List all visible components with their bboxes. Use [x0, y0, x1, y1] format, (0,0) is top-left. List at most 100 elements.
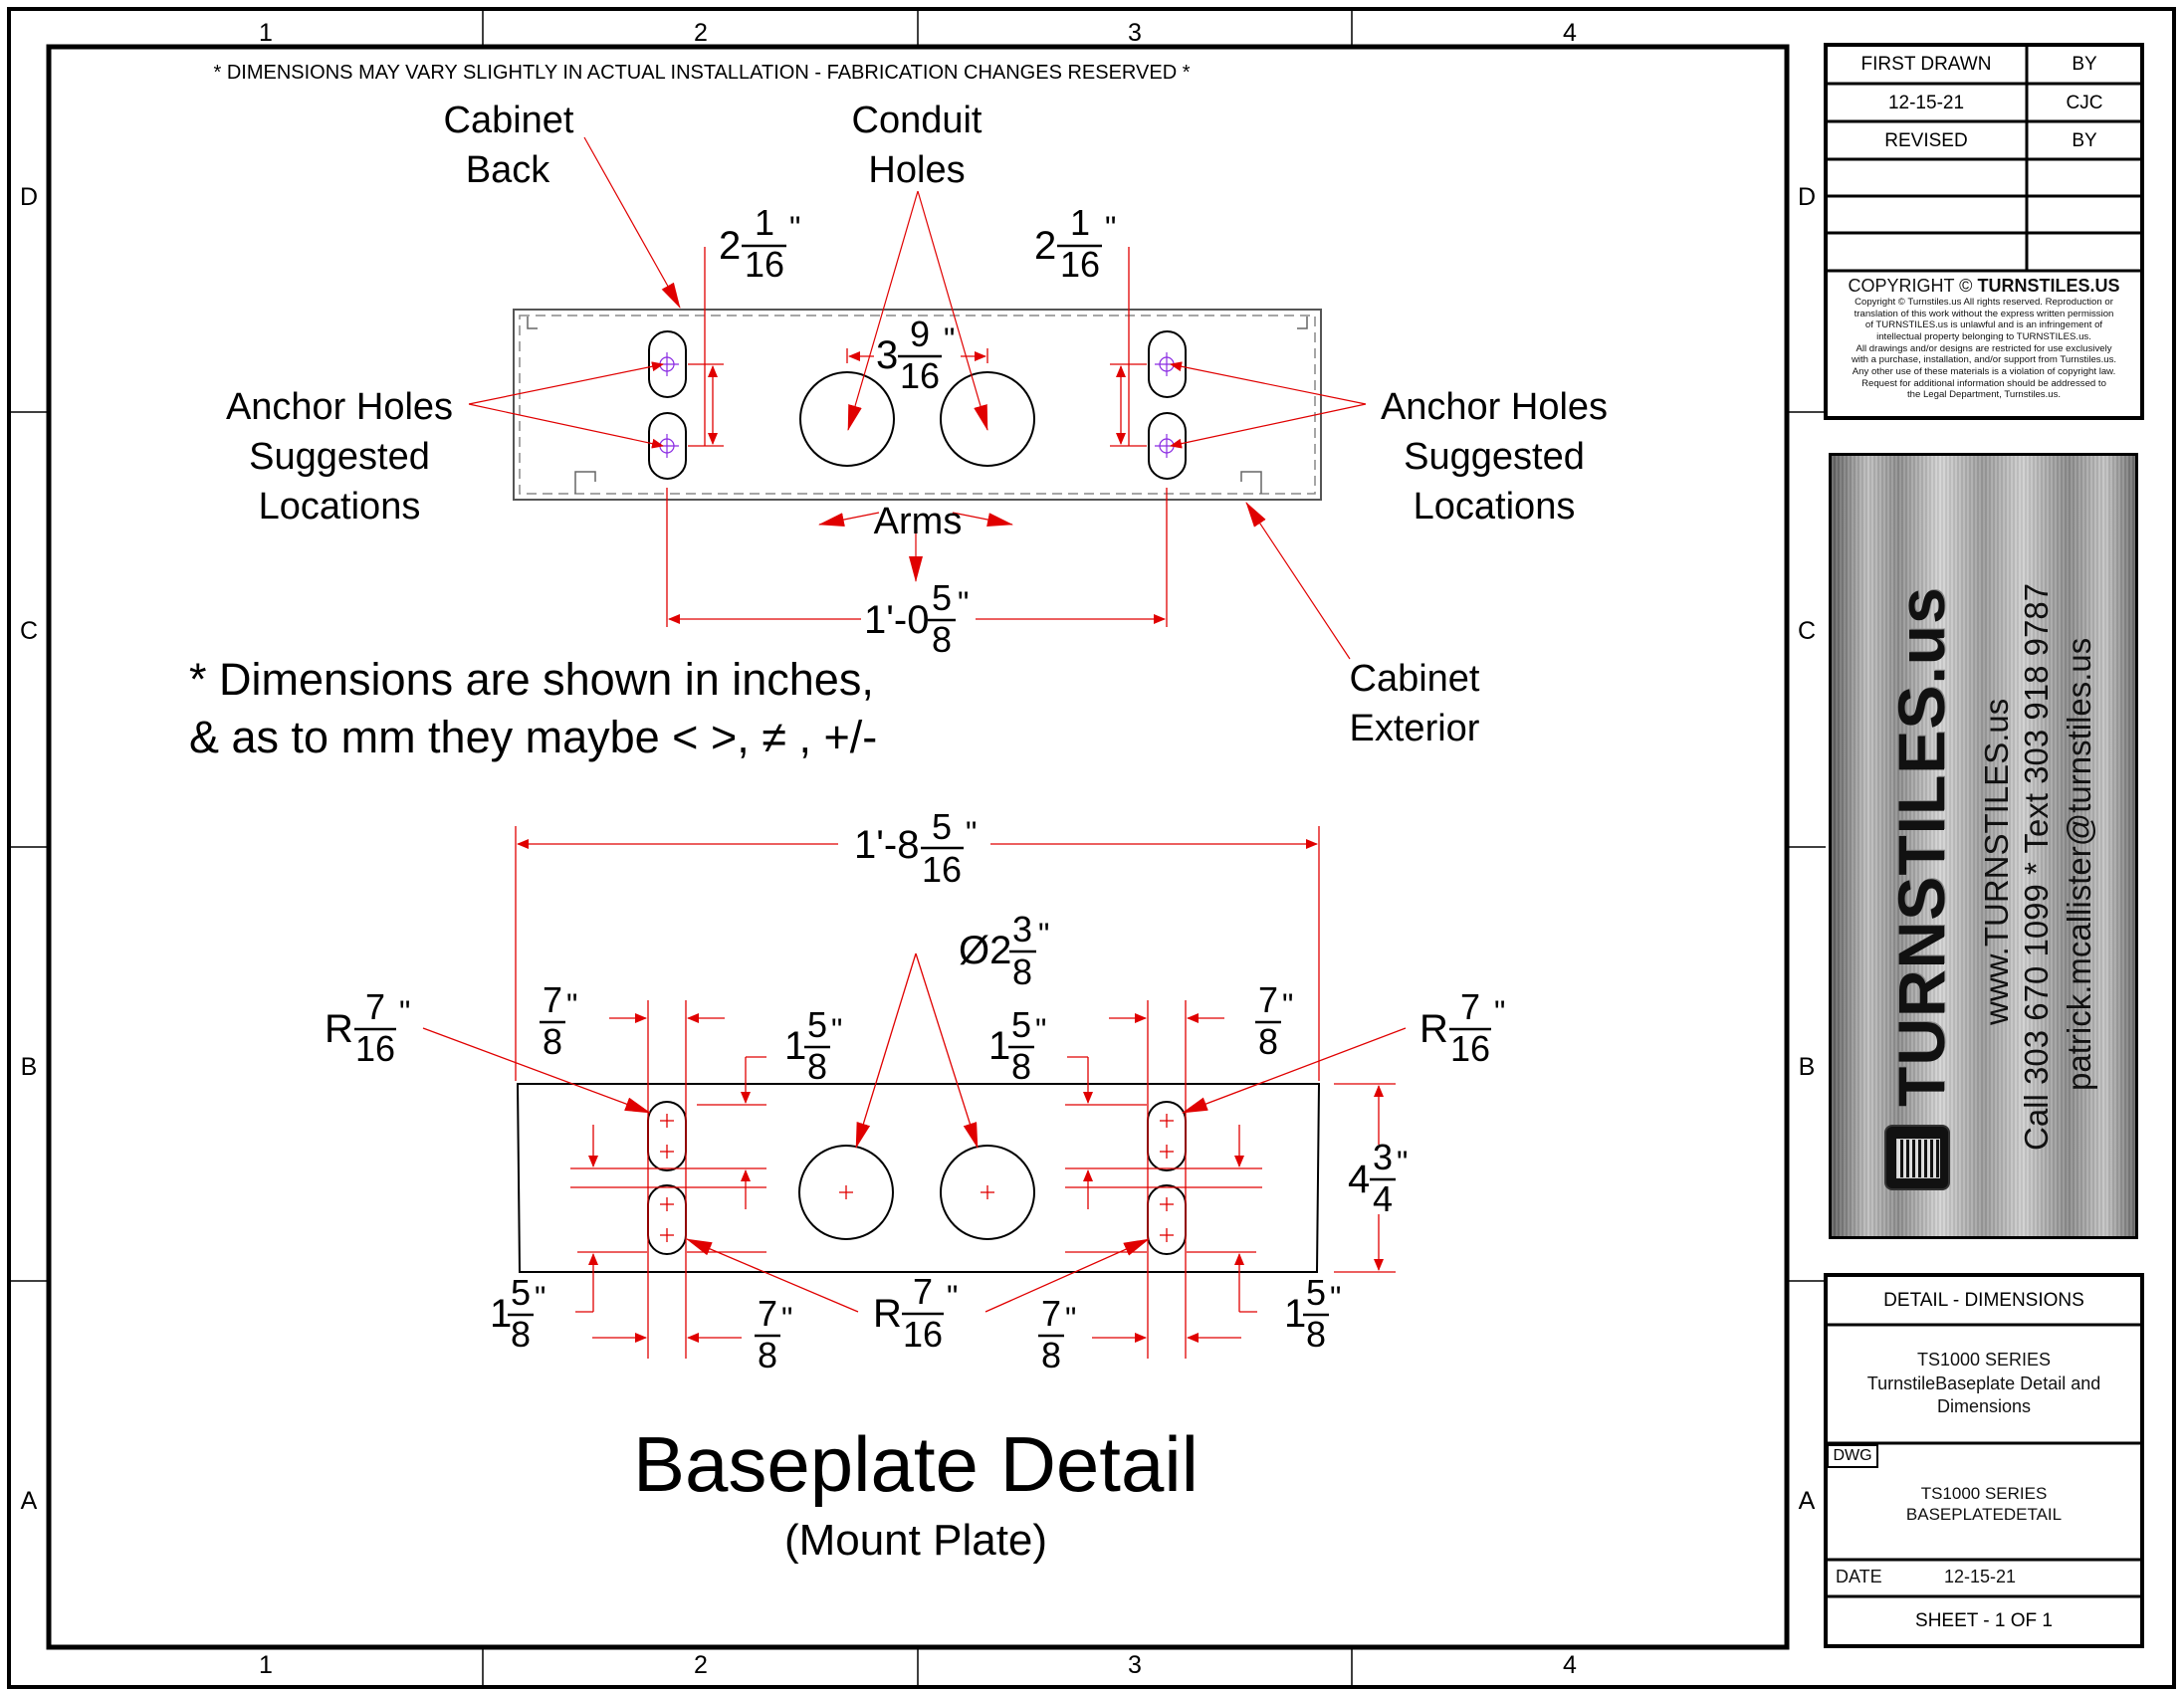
cabinet-arm-left — [574, 471, 596, 494]
callout-cabinet-exterior-line2: Exterior — [1350, 708, 1480, 749]
svg-text:8: 8 — [1306, 1314, 1326, 1355]
svg-text:7: 7 — [543, 979, 562, 1020]
sheet-number: SHEET - 1 OF 1 — [1915, 1609, 2053, 1631]
svg-text:5: 5 — [807, 1004, 827, 1045]
dwg-block: TS1000 SERIES BASEPLATEDETAIL — [1828, 1469, 2140, 1539]
svg-text:": " — [958, 585, 969, 621]
svg-text:1: 1 — [988, 1024, 1010, 1068]
svg-text:1: 1 — [490, 1292, 512, 1336]
anchor-slot-top-right-upper — [1148, 330, 1187, 398]
baseplate-conduit-hole-right — [940, 1145, 1035, 1240]
svg-text:8: 8 — [1041, 1335, 1061, 1375]
dwg-label: DWG — [1833, 1447, 1872, 1465]
svg-text:3: 3 — [876, 333, 898, 377]
first-drawn-by-label: BY — [2072, 54, 2097, 76]
svg-text:": " — [947, 1279, 958, 1315]
svg-text:4: 4 — [1373, 1178, 1393, 1219]
zone-ticks — [11, 11, 1826, 1685]
brand-panel: TURNSTILES.us www.TURNSTILES.us Call 303… — [1829, 453, 2138, 1239]
drawing-title: Baseplate Detail — [633, 1420, 1199, 1508]
svg-text:1: 1 — [1284, 1292, 1306, 1336]
svg-text:1'-0: 1'-0 — [864, 598, 929, 642]
cabinet-corner-right — [1297, 317, 1308, 329]
brand-email: patrick.mcallister@turnstiles.us — [2061, 637, 2097, 1091]
callout-anchor-right-line2: Suggested — [1404, 436, 1585, 478]
dim-slot-width-bottom-right: 7 8 " — [1038, 1293, 1076, 1375]
svg-text:R: R — [325, 1007, 353, 1051]
callout-conduit-holes-line2: Holes — [868, 149, 965, 191]
anchor-slot-top-left-lower — [648, 412, 687, 480]
svg-text:1: 1 — [784, 1024, 806, 1068]
svg-text:": " — [1105, 210, 1116, 246]
svg-text:16: 16 — [903, 1314, 943, 1355]
dim-slot-width-top-right: 7 8 " — [1255, 979, 1293, 1062]
col-label-bottom-2: 2 — [694, 1651, 708, 1679]
baseplate-view — [516, 1083, 1321, 1273]
callout-labels: Cabinet Back Conduit Holes Anchor Holes … — [226, 100, 1608, 749]
dim-anchor-offset-right: 2 1 16 " — [1034, 202, 1116, 285]
row-label-right-b: B — [1799, 1053, 1816, 1081]
copyright-block: COPYRIGHT © TURNSTILES.US Copyright © Tu… — [1830, 276, 2138, 416]
row-label-right-c: C — [1798, 617, 1816, 645]
svg-text:16: 16 — [355, 1028, 395, 1069]
units-note-line2: & as to mm they maybe < >, ≠ , +/- — [189, 712, 877, 762]
brand-logo-icon — [1884, 1125, 1950, 1190]
dim-anchor-offset-left: 2 1 16 " — [719, 202, 800, 285]
callout-leaders — [468, 136, 1367, 660]
dim-slot-gap-top-left: 1 5 8 " — [784, 1004, 842, 1087]
copyright-text: Copyright © Turnstiles.us All rights res… — [1851, 296, 2117, 401]
brand-phone: Call 303 670 1099 * Text 303 918 9787 — [2018, 582, 2055, 1151]
first-drawn-date: 12-15-21 — [1887, 92, 1965, 113]
svg-text:8: 8 — [758, 1335, 777, 1375]
callout-anchor-left-line3: Locations — [259, 486, 421, 528]
svg-text:8: 8 — [807, 1046, 827, 1087]
baseplate-slot-lower-left — [647, 1184, 687, 1255]
dwg-line-2: BASEPLATEDETAIL — [1905, 1505, 2063, 1524]
svg-text:5: 5 — [932, 577, 952, 618]
title-block-frames — [1824, 43, 2144, 1648]
cabinet-corner-left — [527, 317, 538, 329]
baseplate-slot-upper-right — [1147, 1101, 1187, 1171]
svg-text:": " — [1065, 1301, 1076, 1337]
svg-text:": " — [1035, 1012, 1046, 1048]
dim-slot-gap-bottom-right: 1 5 8 " — [1284, 1272, 1341, 1355]
dim-conduit-diameter: Ø2 3 8 " — [959, 909, 1049, 992]
callout-anchor-left-line1: Anchor Holes — [226, 386, 453, 428]
cabinet-wall-inner — [519, 315, 1316, 495]
outer-border — [7, 7, 2176, 1689]
svg-text:7: 7 — [913, 1271, 933, 1312]
copyright-heading: COPYRIGHT © — [1848, 276, 1973, 296]
callout-anchor-right-line3: Locations — [1414, 486, 1576, 528]
svg-text:2: 2 — [1034, 224, 1056, 268]
svg-text:16: 16 — [1060, 244, 1100, 285]
dim-slot-radius-bottom: R 7 16 " — [873, 1271, 958, 1355]
drawing-subtitle: (Mount Plate) — [784, 1516, 1047, 1565]
svg-text:7: 7 — [1258, 979, 1278, 1020]
dim-anchor-span: 1'-0 5 8 " — [864, 577, 969, 660]
svg-text:R: R — [1420, 1007, 1448, 1051]
col-label-bottom-4: 4 — [1563, 1651, 1577, 1679]
callout-anchor-right-line1: Anchor Holes — [1381, 386, 1608, 428]
svg-text:": " — [566, 987, 577, 1023]
brand-logo-text: TURNSTILES.us — [1884, 586, 1958, 1107]
fabrication-notice: * DIMENSIONS MAY VARY SLIGHTLY IN ACTUAL… — [214, 62, 1191, 84]
svg-text:": " — [789, 210, 800, 246]
col-label-top-3: 3 — [1128, 19, 1142, 47]
callout-cabinet-exterior-line1: Cabinet — [1350, 658, 1480, 700]
baseplate-center-marks — [660, 1114, 1174, 1242]
baseplate-dimensions — [422, 826, 1407, 1359]
anchor-slot-top-right-lower — [1148, 412, 1187, 480]
callout-cabinet-back-line2: Back — [466, 149, 550, 191]
baseplate-outline — [516, 1083, 1321, 1273]
description-block: TS1000 SERIES TurnstileBaseplate Detail … — [1828, 1327, 2140, 1441]
callout-anchor-left-line2: Suggested — [249, 436, 430, 478]
first-drawn-label: FIRST DRAWN — [1860, 54, 1992, 76]
dim-slot-radius-left: R 7 16 " — [325, 986, 410, 1069]
dim-slot-gap-top-right: 1 5 8 " — [988, 1004, 1046, 1087]
row-label-right-a: A — [1799, 1487, 1816, 1515]
cabinet-plan-view — [513, 309, 1322, 501]
svg-text:16: 16 — [745, 244, 784, 285]
dim-slot-width-bottom-left: 7 8 " — [755, 1293, 792, 1375]
row-label-left-b: B — [21, 1053, 38, 1081]
